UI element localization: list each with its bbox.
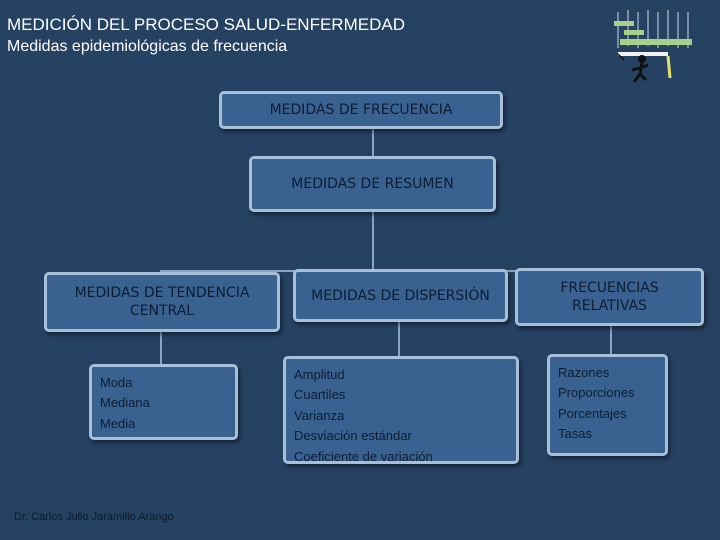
tendency-node: MEDIDAS DE TENDENCIA CENTRAL bbox=[44, 272, 280, 332]
list-item: Cuartiles bbox=[294, 385, 516, 405]
list-item: Tasas bbox=[558, 424, 665, 444]
connector-summary-trunk bbox=[372, 210, 374, 270]
summary-node: MEDIDAS DE RESUMEN bbox=[249, 156, 496, 212]
dispersion-list: Amplitud Cuartiles Varianza Desviación e… bbox=[283, 356, 519, 464]
tendency-node-label: MEDIDAS DE TENDENCIA CENTRAL bbox=[67, 284, 257, 320]
list-item: Mediana bbox=[100, 393, 235, 413]
summary-node-label: MEDIDAS DE RESUMEN bbox=[291, 175, 453, 193]
root-node: MEDIDAS DE FRECUENCIA bbox=[219, 91, 503, 129]
slide-title-block: MEDICIÓN DEL PROCESO SALUD-ENFERMEDAD Me… bbox=[7, 14, 405, 58]
list-item: Amplitud bbox=[294, 365, 516, 385]
dispersion-node: MEDIDAS DE DISPERSIÓN bbox=[293, 269, 508, 322]
dispersion-node-label: MEDIDAS DE DISPERSIÓN bbox=[311, 287, 490, 305]
measuring-figure-logo-icon bbox=[606, 8, 706, 88]
tendency-list: Moda Mediana Media bbox=[89, 364, 238, 440]
slide-subtitle: Medidas epidemiológicas de frecuencia bbox=[7, 36, 405, 58]
slide-title: MEDICIÓN DEL PROCESO SALUD-ENFERMEDAD bbox=[7, 14, 405, 36]
connector-relative-list bbox=[610, 324, 612, 356]
list-item: Proporciones bbox=[558, 383, 665, 403]
relative-node: FRECUENCIAS RELATIVAS bbox=[515, 268, 704, 326]
connector-dispersion-list bbox=[398, 320, 400, 358]
list-item: Razones bbox=[558, 363, 665, 383]
author-footer: Dr. Carlos Julio Jaramillo Arango bbox=[14, 511, 174, 523]
root-node-label: MEDIDAS DE FRECUENCIA bbox=[270, 101, 453, 119]
relative-node-label: FRECUENCIAS RELATIVAS bbox=[534, 279, 685, 315]
list-item: Moda bbox=[100, 373, 235, 393]
connector-tendency-list bbox=[160, 330, 162, 366]
list-item: Media bbox=[100, 414, 235, 434]
list-item: Coeficiente de variación bbox=[294, 447, 516, 467]
list-item: Porcentajes bbox=[558, 404, 665, 424]
relative-list: Razones Proporciones Porcentajes Tasas bbox=[547, 354, 668, 456]
list-item: Varianza bbox=[294, 406, 516, 426]
list-item: Desviación estándar bbox=[294, 426, 516, 446]
connector-root-summary bbox=[372, 126, 374, 158]
